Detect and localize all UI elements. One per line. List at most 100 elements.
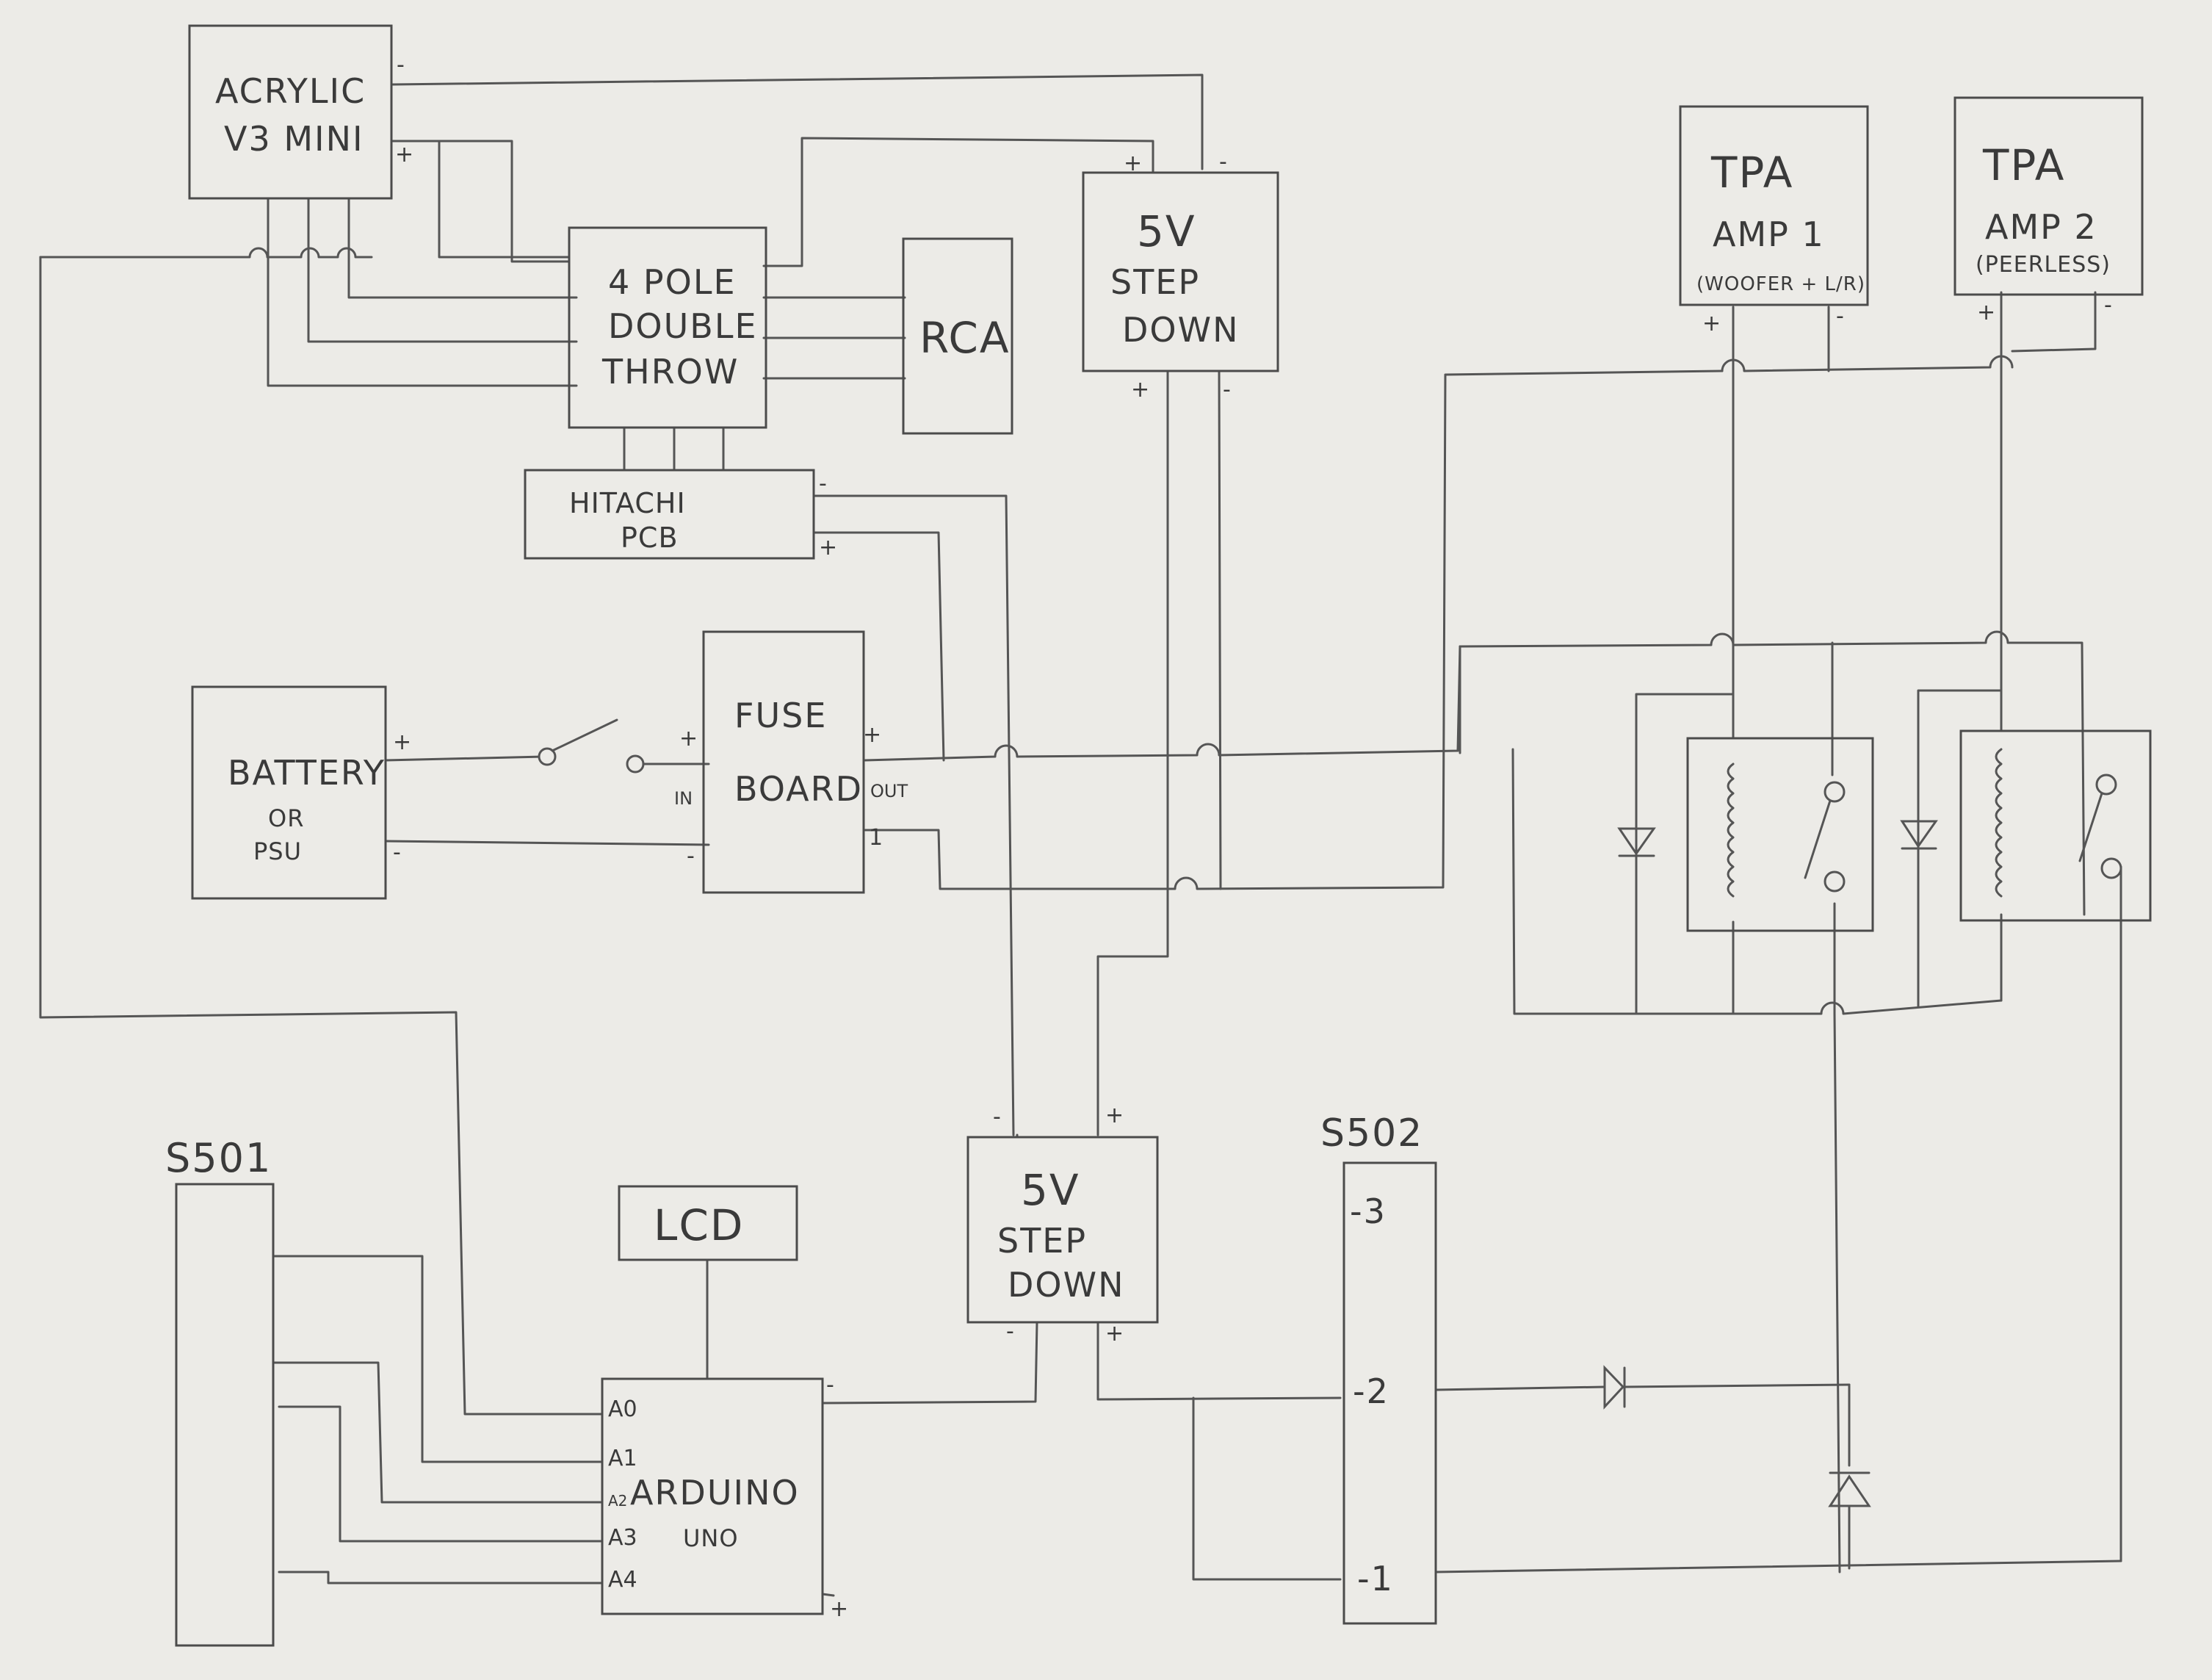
svg-text:-: - [1223, 377, 1231, 403]
svg-text:+: + [679, 726, 698, 751]
svg-text:1: 1 [869, 825, 883, 851]
svg-text:-: - [687, 843, 695, 869]
diode-relay-1 [1617, 827, 1656, 857]
pole-line1: 4 POLE [608, 262, 737, 302]
acrylic-v3-mini-box: ACRYLIC V3 MINI - + [188, 24, 413, 200]
tpa-amp-2-box: TPA AMP 2 (PEERLESS) + - [1953, 96, 2144, 325]
5v-step-down-top-box: 5V STEP DOWN + - + - [1082, 149, 1279, 403]
arduino-line1: ARDUINO [630, 1473, 800, 1513]
svg-text:-: - [1219, 149, 1227, 175]
svg-text:-: - [393, 840, 401, 865]
diode-relay-2 [1900, 820, 1938, 850]
tpa1-line2: AMP 1 [1713, 214, 1825, 254]
diode-vertical [1828, 1471, 1871, 1507]
svg-text:+: + [1105, 1321, 1124, 1346]
tpa2-line1: TPA [1982, 140, 2065, 190]
rca-label: RCA [919, 313, 1011, 363]
wire [2011, 291, 2097, 353]
wire [821, 1321, 1038, 1405]
svg-text:-: - [819, 471, 827, 497]
battery-or-psu-box: BATTERY OR PSU + - [191, 685, 411, 900]
tpa2-line3: (PEERLESS) [1976, 252, 2111, 278]
svg-text:+: + [1702, 311, 1721, 336]
hitachi-line1: HITACHI [569, 487, 686, 519]
wire [272, 1255, 604, 1463]
svg-text:+: + [1131, 377, 1149, 403]
s502-box: S502 -3 -2 -1 [1320, 1111, 1437, 1625]
relay-1 [1686, 737, 1874, 932]
svg-text:-: - [397, 52, 405, 78]
5v-step-down-bottom-box: 5V STEP DOWN - + - + [966, 1103, 1159, 1346]
wire [1096, 1321, 1342, 1401]
svg-text:+: + [830, 1596, 848, 1622]
wire [1635, 693, 1735, 1015]
wire [384, 755, 545, 762]
svg-text:+: + [819, 535, 837, 560]
wire [1459, 630, 2086, 916]
diode-s502-2 [1603, 1365, 1626, 1410]
s501-box: S501 [165, 1135, 275, 1647]
arduino-pin-a0: A0 [608, 1396, 637, 1422]
s502-pin-1: -1 [1357, 1559, 1394, 1598]
lcd-box: LCD [618, 1185, 798, 1261]
pole-line3: THROW [601, 352, 739, 392]
wire [272, 1361, 604, 1504]
arduino-pin-a4: A4 [608, 1567, 637, 1593]
hitachi-pcb-box: HITACHI PCB - + [524, 469, 837, 560]
svg-text:+: + [1124, 151, 1142, 176]
svg-text:-: - [2104, 292, 2112, 318]
battery-line3: PSU [253, 837, 302, 865]
pole-line2: DOUBLE [608, 306, 758, 346]
wire [762, 137, 1154, 267]
arduino-pin-a1: A1 [608, 1446, 637, 1471]
wire [1096, 369, 1169, 1136]
fuse-in-label: IN [674, 788, 693, 809]
tpa2-line2: AMP 2 [1985, 207, 2097, 247]
s502-pin-2: -2 [1353, 1371, 1389, 1411]
stepdown-bottom-line1: 5V [1021, 1165, 1080, 1215]
wire [812, 531, 945, 762]
acrylic-line2: V3 MINI [224, 119, 364, 159]
wire [384, 840, 710, 846]
wire [39, 247, 373, 259]
svg-text:-: - [1836, 303, 1844, 329]
fuse-board-box: FUSE BOARD IN OUT + - + 1 [674, 630, 908, 894]
fuse-out-label: OUT [870, 781, 908, 801]
svg-text:-: - [826, 1372, 834, 1398]
svg-text:+: + [1105, 1103, 1124, 1128]
wire [864, 743, 1459, 762]
fuse-line2: BOARD [734, 769, 863, 809]
wire [1192, 1396, 1342, 1581]
wire [821, 1593, 835, 1597]
wire [438, 140, 571, 259]
wire [2114, 865, 2122, 1562]
wire [864, 369, 1724, 890]
svg-text:+: + [395, 142, 413, 167]
acrylic-line1: ACRYLIC [215, 71, 366, 111]
wire [1511, 748, 2003, 1015]
wiring [39, 73, 2122, 1597]
stepdown-bottom-line2: STEP [997, 1221, 1087, 1261]
stepdown-top-line3: DOWN [1122, 310, 1240, 350]
tpa1-line1: TPA [1710, 148, 1793, 198]
wire [1218, 369, 1222, 890]
wire [391, 140, 571, 263]
svg-text:+: + [393, 729, 411, 755]
arduino-pin-a2: A2 [608, 1492, 627, 1510]
wire [1434, 1560, 2122, 1573]
wire [1434, 1385, 1606, 1391]
wire [1833, 1012, 1841, 1573]
battery-line1: BATTERY [228, 753, 386, 793]
wire [278, 1571, 604, 1585]
wire [39, 256, 604, 1416]
tpa1-line3: (WOOFER + L/R) [1696, 273, 1865, 295]
stepdown-bottom-line3: DOWN [1008, 1265, 1125, 1305]
lcd-label: LCD [654, 1200, 744, 1250]
relay-2 [1959, 729, 2152, 922]
wire [391, 73, 1204, 170]
stepdown-top-line2: STEP [1110, 262, 1200, 302]
tpa-amp-1-box: TPA AMP 1 (WOOFER + L/R) + - [1679, 105, 1869, 336]
wire [347, 197, 578, 299]
svg-text:-: - [1006, 1319, 1014, 1344]
s501-label: S501 [165, 1135, 272, 1181]
